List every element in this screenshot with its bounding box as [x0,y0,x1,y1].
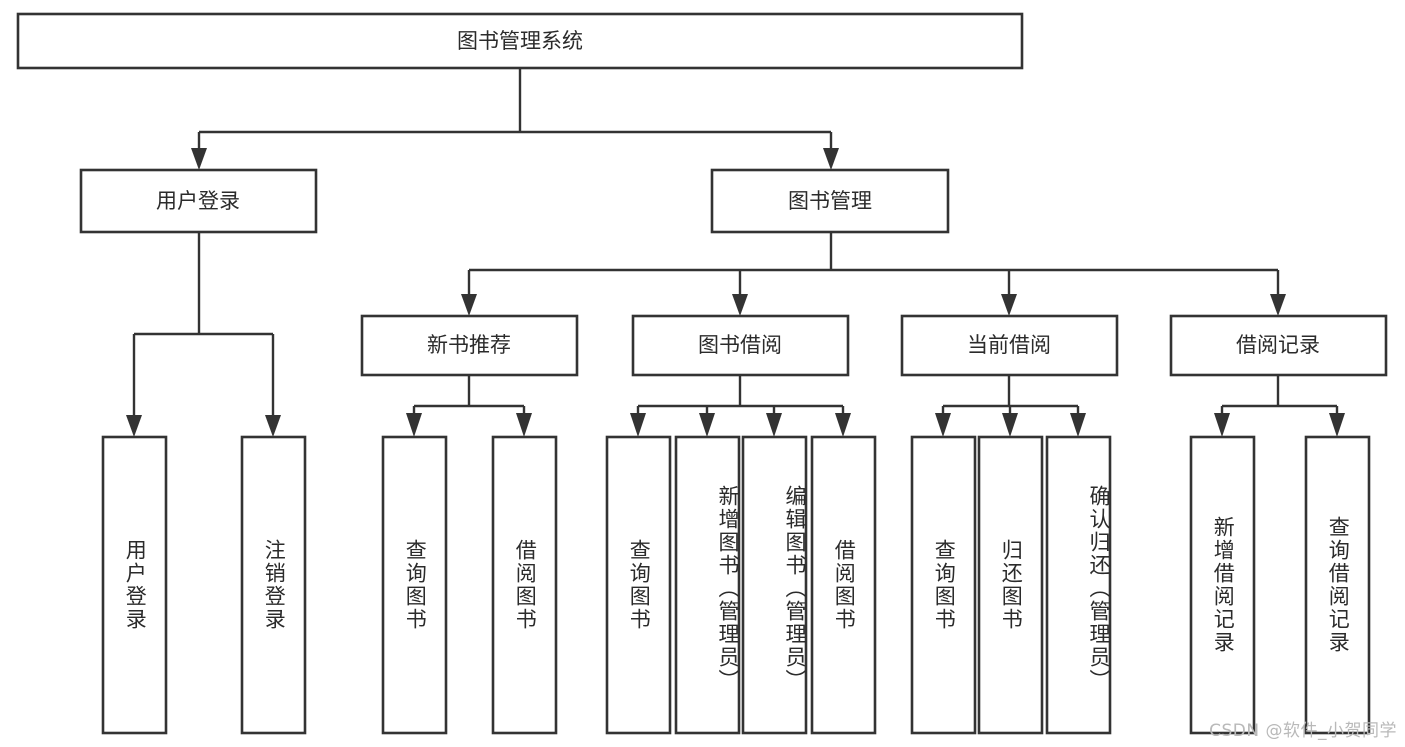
node-user-login[interactable]: 用户登录 [79,168,318,234]
node-leaf-user-login-box[interactable] [101,435,168,735]
node-user-login-label: 用户登录 [156,189,240,213]
node-leaf-query-record-box[interactable] [1304,435,1371,735]
arrow-head-leaf-query-book-2 [630,413,646,437]
arrow-head-book-borrow [732,294,748,316]
node-book-manage-box[interactable] [710,168,950,234]
node-leaf-confirm-return-box[interactable] [1045,435,1112,735]
node-root-box[interactable] [16,12,1024,70]
node-leaf-edit-book-box[interactable] [741,435,808,735]
node-current-borrow-label: 当前借阅 [967,333,1051,357]
node-book-borrow[interactable]: 图书借阅 [631,314,850,377]
node-current-borrow-box[interactable] [900,314,1119,377]
node-leaf-borrow-book-2-box[interactable] [810,435,877,735]
node-leaf-return-book-box[interactable] [977,435,1044,735]
arrow-head-leaf-return-book [1002,413,1018,437]
node-leaf-query-book-3-box[interactable] [910,435,977,735]
node-leaf-query-book-2-box[interactable] [605,435,672,735]
node-borrow-record[interactable]: 借阅记录 [1169,314,1388,377]
node-leaf-borrow-book-1-box[interactable] [491,435,558,735]
node-leaf-logout-box[interactable] [240,435,307,735]
node-borrow-record-box[interactable] [1169,314,1388,377]
arrow-head-leaf-logout [265,415,281,437]
connector-new-book-to-leaves [406,375,532,437]
node-root-label: 图书管理系统 [457,29,583,53]
node-current-borrow[interactable]: 当前借阅 [900,314,1119,377]
arrow-head-leaf-query-book-3 [935,413,951,437]
arrow-head-leaf-query-record [1329,413,1345,437]
arrow-head-leaf-user-login [126,415,142,437]
watermark-text: CSDN @软件_小贺同学 [1209,721,1397,741]
node-new-book-recommend-label: 新书推荐 [427,333,511,357]
arrow-head-leaf-query-book-1 [406,413,422,437]
node-new-book-recommend-box[interactable] [360,314,579,377]
connector-book-borrow-to-leaves [630,375,851,437]
node-new-book-recommend[interactable]: 新书推荐 [360,314,579,377]
connector-borrow-record-to-leaves [1214,375,1345,437]
node-book-manage-label: 图书管理 [788,189,872,213]
node-book-borrow-label: 图书借阅 [698,333,782,357]
arrow-head-leaf-add-book [699,413,715,437]
connector-user-login-to-leaves [126,232,281,437]
arrow-head-new-book-recommend [461,294,477,316]
arrow-head-current-borrow [1001,294,1017,316]
node-leaf-add-book-box[interactable] [674,435,741,735]
connector-current-borrow-to-leaves [935,375,1086,437]
node-leaf-query-book-1-box[interactable] [381,435,448,735]
connector-book-manage-to-level3 [461,232,1286,316]
arrow-head-leaf-add-record [1214,413,1230,437]
node-borrow-record-label: 借阅记录 [1236,333,1320,357]
node-book-manage[interactable]: 图书管理 [710,168,950,234]
arrow-head-book-manage [823,148,839,170]
node-leaf-add-record-box[interactable] [1189,435,1256,735]
arrow-head-user-login [191,148,207,170]
arrow-head-borrow-record [1270,294,1286,316]
node-user-login-box[interactable] [79,168,318,234]
arrow-head-leaf-borrow-book-1 [516,413,532,437]
connector-root-to-level2 [191,68,839,170]
node-book-borrow-box[interactable] [631,314,850,377]
arrow-head-leaf-edit-book [766,413,782,437]
node-root[interactable]: 图书管理系统 [16,12,1024,70]
arrow-head-leaf-confirm-return [1070,413,1086,437]
arrow-head-leaf-borrow-book-2 [835,413,851,437]
